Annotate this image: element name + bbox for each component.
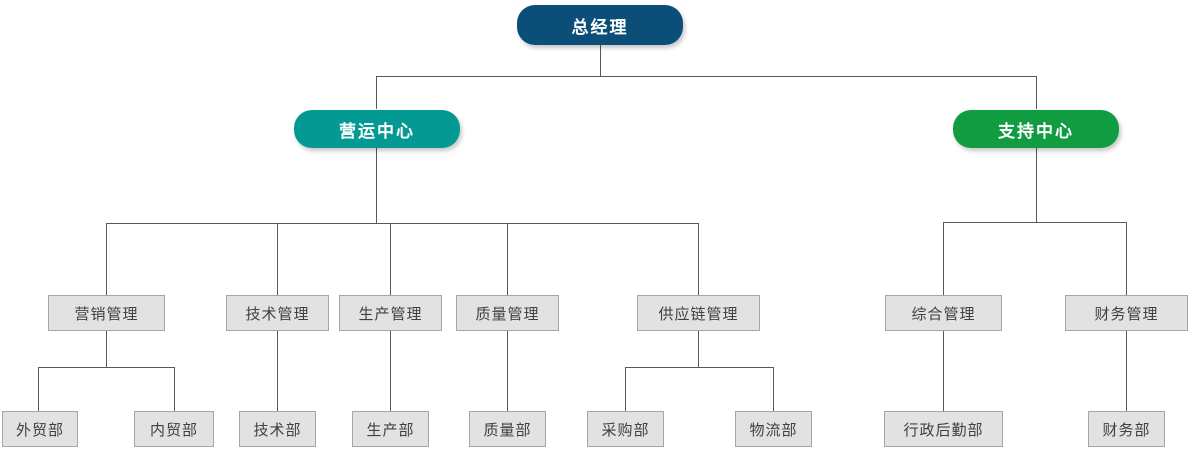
connector-support-center-down — [1036, 148, 1037, 222]
node-production-management[interactable]: 生产管理 — [339, 295, 442, 331]
node-finance-department[interactable]: 财务部 — [1088, 411, 1165, 447]
connector-to-admin-support-dept — [943, 331, 944, 411]
node-marketing-management[interactable]: 营销管理 — [48, 295, 165, 331]
connector-level2-bus — [376, 76, 1036, 77]
node-domestic-trade-department[interactable]: 内贸部 — [134, 411, 214, 447]
connector-supply-chain-down — [698, 331, 699, 367]
connector-ops-center-down — [376, 148, 377, 223]
connector-to-quality-dept — [507, 331, 508, 411]
connector-to-domestic-trade — [174, 367, 175, 411]
node-finance-management[interactable]: 财务管理 — [1065, 295, 1188, 331]
connector-to-logistics-dept — [773, 367, 774, 411]
connector-to-finance-dept — [1126, 331, 1127, 411]
node-foreign-trade-department[interactable]: 外贸部 — [2, 411, 78, 447]
node-general-management[interactable]: 综合管理 — [885, 295, 1002, 331]
node-logistics-department[interactable]: 物流部 — [735, 411, 812, 447]
node-admin-support-department[interactable]: 行政后勤部 — [884, 411, 1003, 447]
node-supply-chain-management[interactable]: 供应链管理 — [637, 295, 760, 331]
connector-marketing-children-bus — [38, 367, 174, 368]
connector-to-ops-center — [376, 76, 377, 109]
connector-to-marketing-mgmt — [106, 223, 107, 295]
connector-ops-children-bus — [106, 223, 699, 224]
connector-support-children-bus — [943, 222, 1127, 223]
node-operations-center[interactable]: 营运中心 — [294, 110, 460, 148]
connector-marketing-down — [106, 331, 107, 367]
connector-to-technical-dept — [277, 331, 278, 411]
connector-to-quality-mgmt — [507, 223, 508, 295]
node-procurement-department[interactable]: 采购部 — [587, 411, 664, 447]
connector-to-technical-mgmt — [277, 223, 278, 295]
connector-to-supply-chain-mgmt — [698, 223, 699, 295]
node-technical-department[interactable]: 技术部 — [239, 411, 316, 447]
connector-to-production-dept — [390, 331, 391, 411]
node-production-department[interactable]: 生产部 — [352, 411, 429, 447]
node-technical-management[interactable]: 技术管理 — [226, 295, 329, 331]
node-general-manager[interactable]: 总经理 — [517, 5, 683, 45]
connector-to-finance-mgmt — [1126, 222, 1127, 295]
node-quality-management[interactable]: 质量管理 — [456, 295, 559, 331]
connector-to-production-mgmt — [390, 223, 391, 295]
connector-supply-chain-children-bus — [625, 367, 773, 368]
connector-to-support-center — [1036, 76, 1037, 109]
node-quality-department[interactable]: 质量部 — [469, 411, 546, 447]
connector-root-down — [600, 45, 601, 76]
node-support-center[interactable]: 支持中心 — [953, 110, 1119, 148]
connector-to-procurement-dept — [625, 367, 626, 411]
connector-to-general-mgmt — [943, 222, 944, 295]
connector-to-foreign-trade — [38, 367, 39, 411]
